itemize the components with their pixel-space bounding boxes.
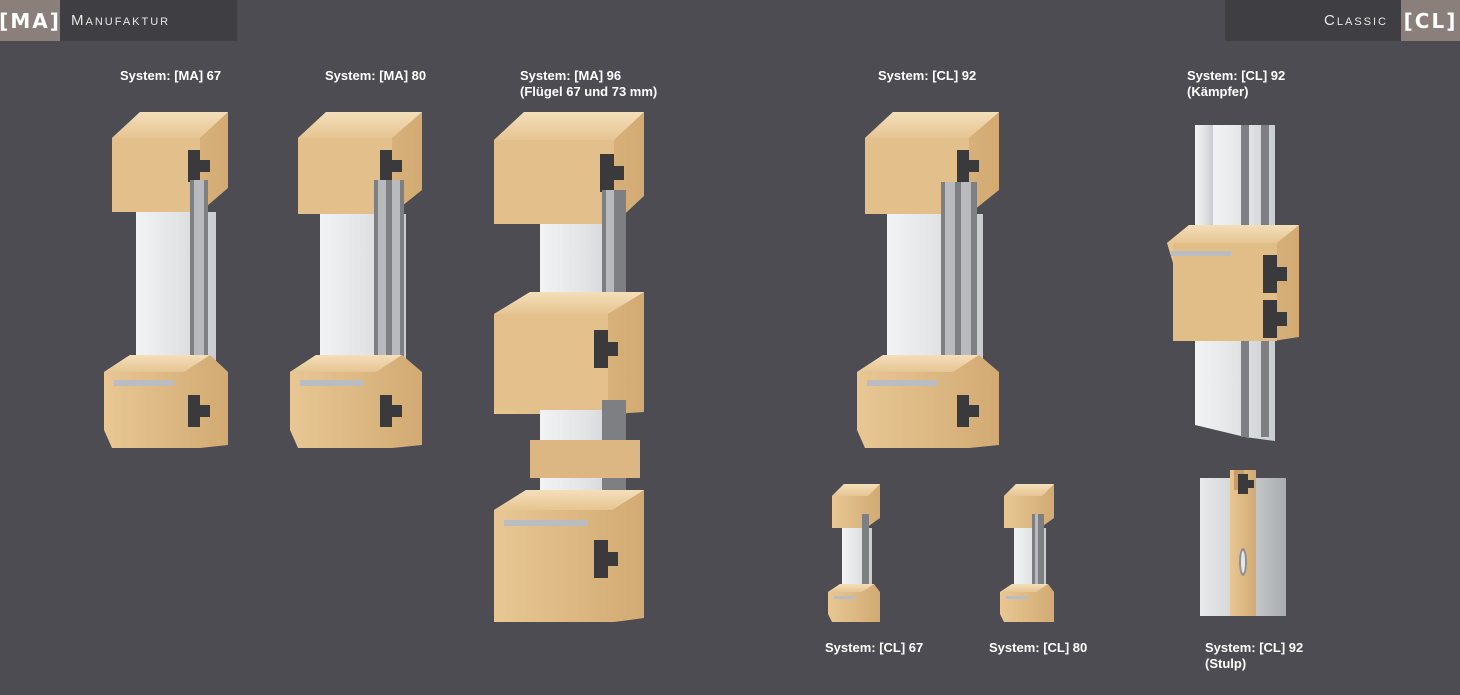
caption-cl67: System: [CL] 67	[825, 640, 924, 655]
tab-classic[interactable]: Classic	[1225, 0, 1401, 41]
caption-cl92-kaempfer: System: [CL] 92 (Kämpfer)	[1187, 68, 1286, 99]
profile-image-ma80[interactable]	[288, 110, 428, 450]
caption-ma96: System: [MA] 96 (Flügel 67 und 73 mm)	[520, 68, 658, 99]
profile-image-ma67[interactable]	[100, 110, 235, 450]
profile-image-cl92-stulp[interactable]	[1198, 470, 1288, 620]
profile-image-cl92-kaempfer[interactable]	[1165, 125, 1305, 445]
profile-image-cl67[interactable]	[826, 484, 884, 624]
caption-cl80: System: [CL] 80	[989, 640, 1088, 655]
caption-ma67: System: [MA] 67	[120, 68, 222, 83]
profile-image-ma96[interactable]	[490, 110, 650, 625]
caption-cl92-stulp: System: [CL] 92 (Stulp)	[1205, 640, 1304, 671]
caption-ma80: System: [MA] 80	[325, 68, 427, 83]
caption-cl92: System: [CL] 92	[878, 68, 977, 83]
tab-classic-badge[interactable]: [CL]	[1401, 0, 1460, 41]
profile-image-cl92[interactable]	[855, 110, 1005, 450]
profile-image-cl80[interactable]	[998, 484, 1058, 624]
tab-manufaktur-badge[interactable]: [MA]	[0, 0, 60, 41]
tab-manufaktur[interactable]: Manufaktur	[60, 0, 237, 41]
